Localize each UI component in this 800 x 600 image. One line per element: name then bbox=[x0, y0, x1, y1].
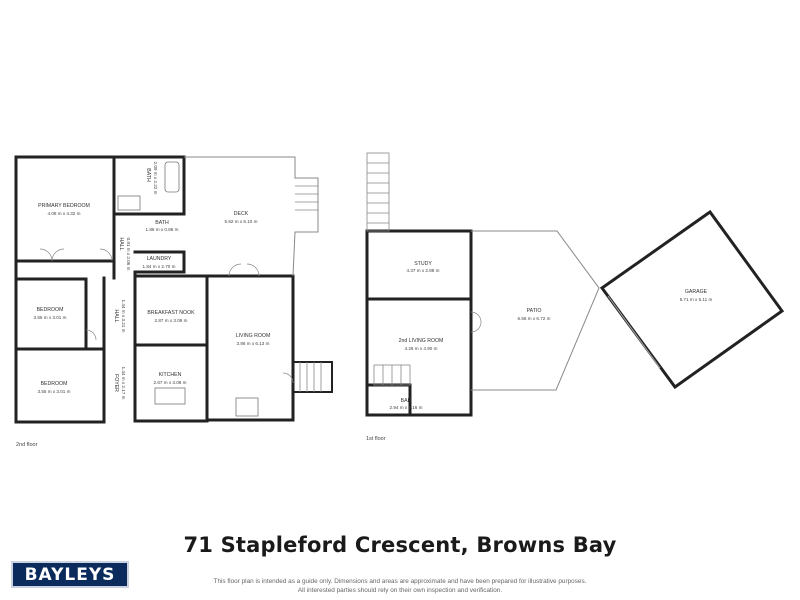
kitchen-walls bbox=[133, 343, 209, 423]
bath-dim: 2.09 m x 2.22 m bbox=[153, 162, 158, 195]
laundry-walls bbox=[133, 250, 186, 274]
first-floor-stairs bbox=[366, 152, 390, 232]
primary-bedroom-label: PRIMARY BEDROOM bbox=[38, 203, 90, 209]
bath-vanity bbox=[117, 195, 141, 211]
living-stair-treads bbox=[299, 362, 322, 392]
deck-stairs bbox=[295, 177, 318, 211]
door-swings bbox=[39, 248, 294, 384]
disclaimer-line-2: All interested parties should rely on th… bbox=[297, 587, 503, 594]
study-label: STUDY bbox=[414, 261, 432, 267]
hall-mid-dim: 1.44 m x 3.21 m bbox=[121, 300, 126, 333]
second-living-dim: 4.28 m x 4.90 m bbox=[405, 346, 438, 351]
disclaimer: This floor plan is intended as a guide o… bbox=[160, 577, 640, 595]
deck-label: DECK bbox=[234, 211, 249, 217]
patio-door bbox=[470, 311, 482, 333]
side-wall-left bbox=[14, 259, 116, 281]
kitchen-label: KITCHEN bbox=[159, 372, 182, 378]
garage-label: GARAGE bbox=[685, 289, 708, 295]
bedroom-1-label: BEDROOM bbox=[37, 307, 64, 313]
kitchen-island bbox=[154, 387, 186, 405]
kitchen-dim: 2.67 m x 3.08 m bbox=[154, 380, 187, 385]
deck-dim: 5.82 m x 5.10 m bbox=[225, 219, 258, 224]
garage-walls bbox=[599, 209, 785, 390]
bath-small-label: BATH bbox=[155, 220, 169, 226]
garage-dim: 5.71 m x 5.11 m bbox=[680, 297, 713, 302]
patio-outline bbox=[471, 230, 600, 391]
bar-label: BAR bbox=[401, 398, 412, 404]
second-living-label: 2nd LIVING ROOM bbox=[399, 338, 444, 344]
second-living-walls bbox=[365, 297, 473, 417]
first-floor-label: 1st floor bbox=[366, 436, 386, 442]
bath-walls bbox=[112, 155, 186, 216]
hall-top-label: HALL bbox=[118, 238, 124, 251]
second-floor-plan bbox=[14, 155, 295, 424]
primary-bedroom-dim: 4.08 m x 4.32 m bbox=[48, 211, 81, 216]
patio-label: PATIO bbox=[527, 308, 542, 314]
bedroom-1-walls bbox=[14, 277, 88, 351]
foyer-label: FOYER bbox=[113, 374, 119, 392]
breakfast-nook-dim: 2.87 m x 3.06 m bbox=[155, 318, 188, 323]
room-labels: PRIMARY BEDROOM 4.08 m x 4.32 m BATH 2.0… bbox=[34, 162, 713, 410]
hall-top-dim: 0.91 m x 2.06 m bbox=[126, 238, 131, 271]
bath-small-dim: 1.86 m x 0.86 m bbox=[146, 227, 179, 232]
bedroom-1-dim: 3.55 m x 3.01 m bbox=[34, 315, 67, 320]
foyer-dim: 1.44 m x 2.17 m bbox=[121, 367, 126, 400]
living-room-stairs bbox=[293, 361, 333, 393]
disclaimer-line-1: This floor plan is intended as a guide o… bbox=[213, 578, 587, 585]
property-address: 71 Stapleford Crescent, Browns Bay bbox=[183, 533, 617, 557]
first-floor-plan bbox=[365, 229, 473, 417]
logo-text: BAYLEYS bbox=[24, 564, 116, 585]
living-room-dim: 3.86 m x 6.13 m bbox=[237, 341, 270, 346]
bathtub bbox=[164, 161, 180, 193]
breakfast-nook-label: BREAKFAST NOOK bbox=[147, 310, 195, 316]
second-floor-label: 2nd floor bbox=[16, 442, 38, 448]
bedroom-2-walls bbox=[14, 347, 106, 424]
inner-stairs bbox=[373, 364, 411, 386]
bar-dim: 2.94 m x 1.16 m bbox=[390, 405, 423, 410]
laundry-dim: 1.84 m x 2.70 m bbox=[143, 264, 176, 269]
laundry-label: LAUNDRY bbox=[147, 256, 172, 262]
study-dim: 4.37 m x 2.88 m bbox=[407, 268, 440, 273]
primary-bedroom-walls bbox=[14, 155, 116, 263]
bedroom-2-dim: 3.55 m x 3.01 m bbox=[38, 389, 71, 394]
garage-door-opening bbox=[607, 295, 661, 369]
living-room-label: LIVING ROOM bbox=[236, 333, 271, 339]
bayleys-logo: BAYLEYS bbox=[11, 561, 129, 588]
deck-outline bbox=[184, 156, 319, 277]
bedroom-2-label: BEDROOM bbox=[41, 381, 68, 387]
bath-label: BATH bbox=[145, 168, 151, 182]
hall-mid-label: HALL bbox=[113, 310, 119, 323]
patio-dim: 6.56 m x 6.72 m bbox=[518, 316, 551, 321]
fireplace bbox=[235, 397, 259, 417]
